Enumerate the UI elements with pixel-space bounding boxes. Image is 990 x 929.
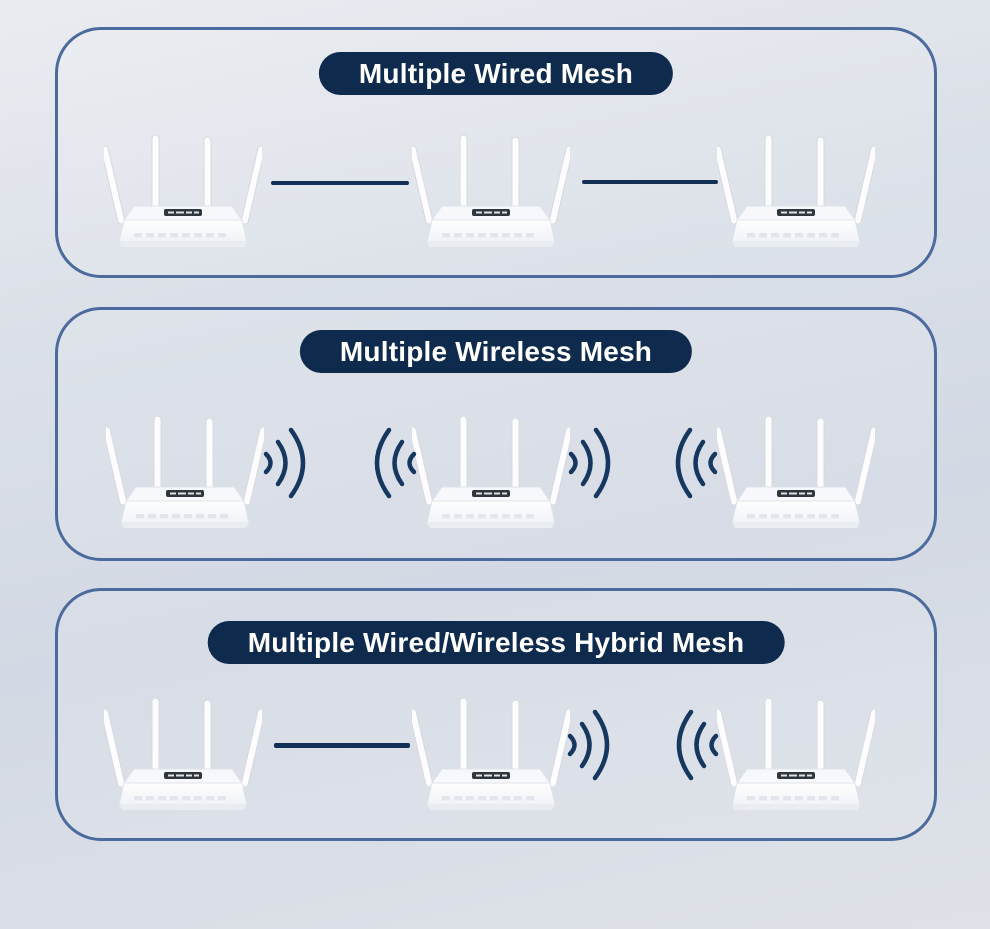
router-device	[104, 133, 262, 249]
wired-connection-line	[271, 181, 409, 185]
router-device	[412, 133, 570, 249]
router-device	[106, 414, 264, 530]
panel-wired-mesh: Multiple Wired Mesh	[55, 27, 937, 278]
panel-hybrid-mesh: Multiple Wired/Wireless Hybrid Mesh	[55, 588, 937, 841]
router-device	[412, 414, 570, 530]
wifi-signal-right-icon	[564, 423, 616, 503]
router-device	[717, 414, 875, 530]
wifi-signal-right-icon	[563, 705, 615, 785]
panel-title-pill: Multiple Wireless Mesh	[299, 330, 693, 373]
panel-title-pill: Multiple Wired Mesh	[318, 52, 674, 95]
wired-connection-line	[582, 180, 718, 184]
panel-title-pill: Multiple Wired/Wireless Hybrid Mesh	[207, 621, 785, 664]
router-device	[412, 696, 570, 812]
router-device	[717, 696, 875, 812]
wired-connection-line	[274, 743, 410, 748]
panel-wireless-mesh: Multiple Wireless Mesh	[55, 307, 937, 561]
wifi-signal-left-icon	[671, 705, 723, 785]
wifi-signal-left-icon	[369, 423, 421, 503]
router-device	[717, 133, 875, 249]
wifi-signal-left-icon	[670, 423, 722, 503]
wifi-signal-right-icon	[259, 423, 311, 503]
router-device	[104, 696, 262, 812]
